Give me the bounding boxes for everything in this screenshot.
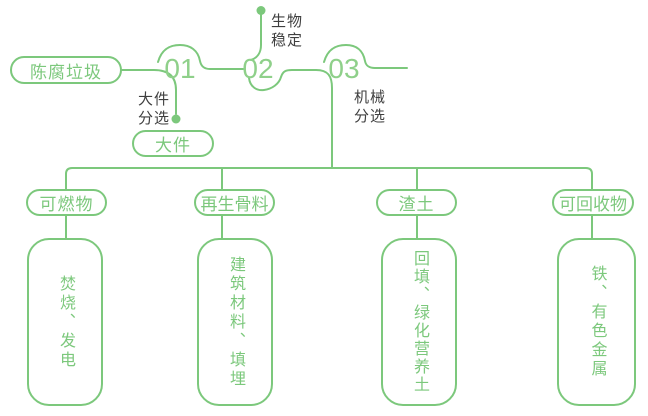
bulky-output-pill: 大件 [132, 130, 214, 157]
step3-label-line2: 分选 [354, 108, 387, 125]
step3-label-line1: 机械 [354, 89, 387, 106]
category-pill-slag-soil: 渣土 [376, 189, 457, 216]
category-label: 再生骨料 [200, 195, 269, 214]
step2-label-line1: 生物 [271, 13, 304, 30]
category-label: 可燃物 [39, 195, 94, 214]
result-box-slag-soil: 回填、绿化营养土 [381, 238, 457, 406]
step1-label-line1: 大件 [138, 91, 171, 108]
step1-label: 大件 分选 [138, 90, 170, 128]
category-pill-recycled-aggregate: 再生骨料 [194, 189, 275, 216]
category-pill-recyclables: 可回收物 [552, 189, 634, 216]
source-node-pill: 陈腐垃圾 [10, 56, 122, 84]
step2-label-line2: 稳定 [271, 32, 304, 49]
source-node-label: 陈腐垃圾 [30, 62, 102, 82]
category-label: 可回收物 [559, 195, 627, 214]
category-pill-combustibles: 可燃物 [26, 189, 107, 216]
category-label: 渣土 [398, 195, 435, 214]
step1-label-line2: 分选 [138, 110, 171, 127]
step3-label: 机械 分选 [354, 88, 386, 126]
step-number-01: 01 [164, 53, 196, 84]
step-number-02: 02 [242, 53, 274, 84]
result-box-recyclables: 铁、有色金属 [557, 238, 636, 406]
bulky-output-label: 大件 [155, 136, 191, 155]
step-number-03: 03 [328, 53, 360, 84]
result-box-combustibles: 焚烧、发电 [27, 238, 103, 406]
step2-label: 生物 稳定 [271, 12, 303, 50]
result-box-recycled-aggregate: 建筑材料、填埋 [197, 238, 273, 406]
result-text: 回填、绿化营养土 [411, 250, 428, 394]
result-text: 焚烧、发电 [57, 274, 74, 370]
result-text: 建筑材料、填埋 [227, 255, 244, 389]
result-text: 铁、有色金属 [588, 265, 606, 379]
